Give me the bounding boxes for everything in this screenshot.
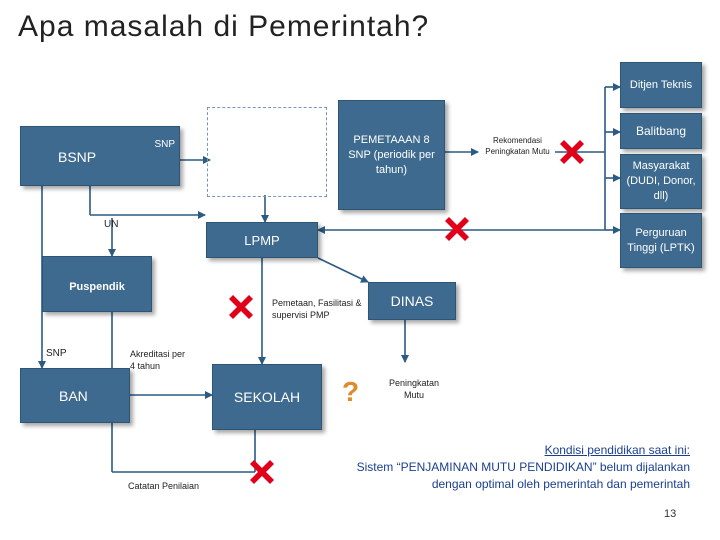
puspendik-box: Puspendik bbox=[42, 256, 152, 312]
snp-left-label: SNP bbox=[46, 348, 67, 359]
dinas-box: DINAS bbox=[368, 282, 456, 320]
peningkatan-mutu-text: Peningkatan Mutu bbox=[388, 378, 440, 400]
cross-icon bbox=[445, 217, 469, 241]
page-number: 13 bbox=[664, 508, 677, 520]
question-mark: ? bbox=[342, 376, 360, 407]
footnote-line1: Kondisi pendidikan saat ini: bbox=[544, 443, 690, 457]
cross-icon bbox=[560, 140, 584, 164]
footnote-line2: Sistem “PENJAMINAN MUTU PENDIDIKAN” belu… bbox=[356, 460, 690, 474]
balitbang-box: Balitbang bbox=[620, 113, 702, 149]
sekolah-label: SEKOLAH bbox=[233, 389, 301, 405]
balitbang-label: Balitbang bbox=[635, 124, 687, 138]
snp-top-label: SNP bbox=[154, 139, 175, 150]
pemetaan-fasilitasi-text: Pemetaan, Fasilitasi & supervisi PMP bbox=[272, 298, 362, 320]
ban-label: BAN bbox=[59, 387, 88, 404]
masyarakat-label: Masyarakat (DUDI, Donor, dll) bbox=[626, 160, 696, 202]
sekolah-box: SEKOLAH bbox=[212, 364, 322, 430]
rekomendasi-text: Rekomendasi Peningkatan Mutu bbox=[485, 136, 550, 156]
pemetaan-8-snp-label: PEMETAAAN 8 SNP (periodik per tahun) bbox=[348, 133, 435, 176]
lpmp-box: LPMP bbox=[206, 222, 318, 258]
cross-icon bbox=[250, 460, 274, 484]
ditjen-teknis-label: Ditjen Teknis bbox=[629, 78, 693, 91]
akreditasi-text: Akreditasi per 4 tahun bbox=[130, 349, 186, 371]
puspendik-label: Puspendik bbox=[69, 281, 125, 293]
catatan-penilaian-label: Catatan Penilaian bbox=[128, 481, 200, 491]
bsnp-box: BSNP SNP bbox=[20, 126, 180, 186]
edge-lpmp-dinas bbox=[317, 257, 369, 283]
perguruan-tinggi-box: Perguruan Tinggi (LPTK) bbox=[620, 213, 702, 268]
ditjen-dikdasmen-label: Ditjen Dikdasmen (Regulasi/ NSPK/Monev) bbox=[223, 130, 311, 173]
bsnp-label: BSNP bbox=[58, 149, 97, 165]
cross-icon bbox=[229, 295, 253, 319]
footnote-line3: dengan optimal oleh pemerintah dan pemer… bbox=[431, 477, 690, 491]
masyarakat-box: Masyarakat (DUDI, Donor, dll) bbox=[620, 154, 702, 209]
perguruan-tinggi-label: Perguruan Tinggi (LPTK) bbox=[627, 226, 695, 254]
ditjen-dikdasmen-box: Ditjen Dikdasmen (Regulasi/ NSPK/Monev) bbox=[207, 107, 327, 197]
un-label: UN bbox=[104, 219, 119, 230]
lpmp-label: LPMP bbox=[244, 232, 280, 248]
dinas-label: DINAS bbox=[390, 293, 434, 309]
ban-box: BAN bbox=[20, 368, 130, 423]
pemetaan-8-snp-box: PEMETAAAN 8 SNP (periodik per tahun) bbox=[338, 100, 445, 210]
footnote: Kondisi pendidikan saat ini: Sistem “PEN… bbox=[357, 442, 690, 493]
ditjen-teknis-box: Ditjen Teknis bbox=[620, 62, 702, 108]
page-title: Apa masalah di Pemerintah? bbox=[18, 10, 430, 43]
